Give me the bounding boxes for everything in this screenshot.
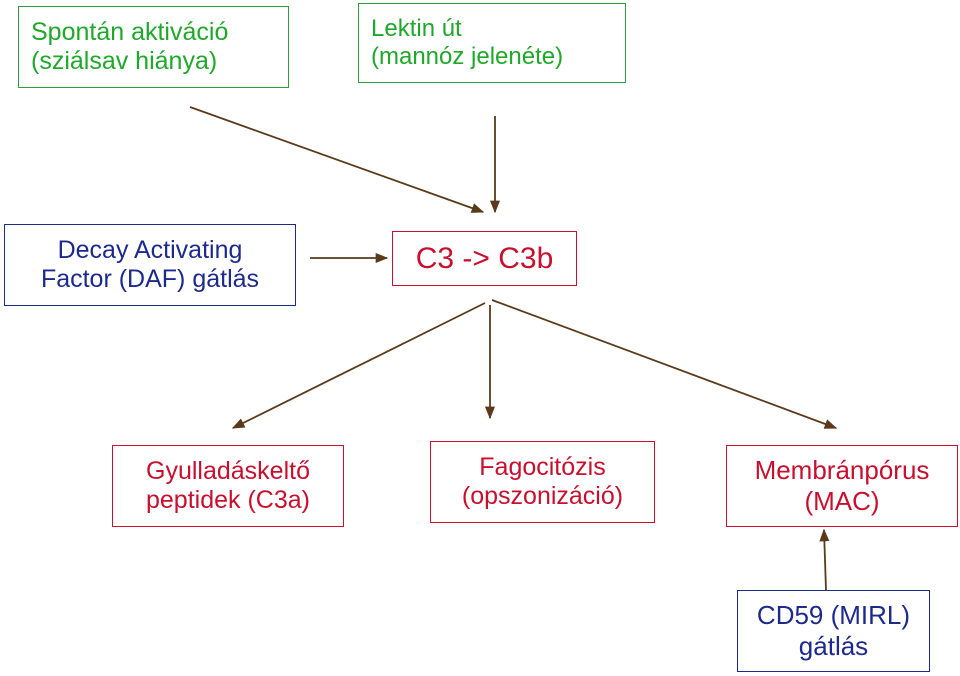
box-membranporus-line1: Membránpórus: [754, 455, 930, 486]
box-spontan-aktivacio: Spontán aktiváció (sziálsav hiánya): [18, 6, 289, 88]
box-lektin-line2: (mannóz jelenéte): [371, 43, 564, 70]
box-c3-label: C3 -> C3b: [415, 241, 554, 275]
box-fagocitozis: Fagocitózis (opszonizáció): [430, 441, 655, 523]
box-gyulladas-line1: Gyulladáskeltő: [146, 456, 310, 485]
box-lektin-line1: Lektin út: [371, 14, 462, 42]
box-cd59-line1: CD59 (MIRL): [756, 600, 911, 631]
box-fagocitozis-line2: (opszonizáció): [461, 482, 624, 510]
box-daf-gatlas: Decay Activating Factor (DAF) gátlás: [4, 224, 296, 306]
box-spontan-line2: (sziálsav hiánya): [31, 47, 218, 75]
box-lektin-ut: Lektin út (mannóz jelenéte): [358, 3, 626, 83]
arrow-c3-to-gyulladas: [231, 302, 486, 429]
box-fagocitozis-line1: Fagocitózis: [479, 452, 606, 481]
box-c3-c3b: C3 -> C3b: [392, 231, 577, 286]
box-daf-line1: Decay Activating: [57, 235, 243, 264]
box-cd59-gatlas: CD59 (MIRL) gátlás: [737, 590, 930, 672]
box-cd59-line2: gátlás: [798, 631, 869, 661]
arrow-spontan-to-c3: [189, 106, 485, 213]
box-membranporus: Membránpórus (MAC): [726, 445, 958, 527]
box-spontan-line1: Spontán aktiváció: [31, 17, 229, 46]
arrow-cd59-to-membranporus: [819, 528, 830, 591]
box-gyulladas-line2: peptidek (C3a): [146, 486, 310, 514]
arrow-c3-to-membranporus: [491, 299, 838, 429]
box-membranporus-line2: (MAC): [804, 486, 880, 516]
box-daf-line2: Factor (DAF) gátlás: [40, 265, 260, 293]
box-gyulladaskelto-peptidek: Gyulladáskeltő peptidek (C3a): [112, 445, 344, 527]
